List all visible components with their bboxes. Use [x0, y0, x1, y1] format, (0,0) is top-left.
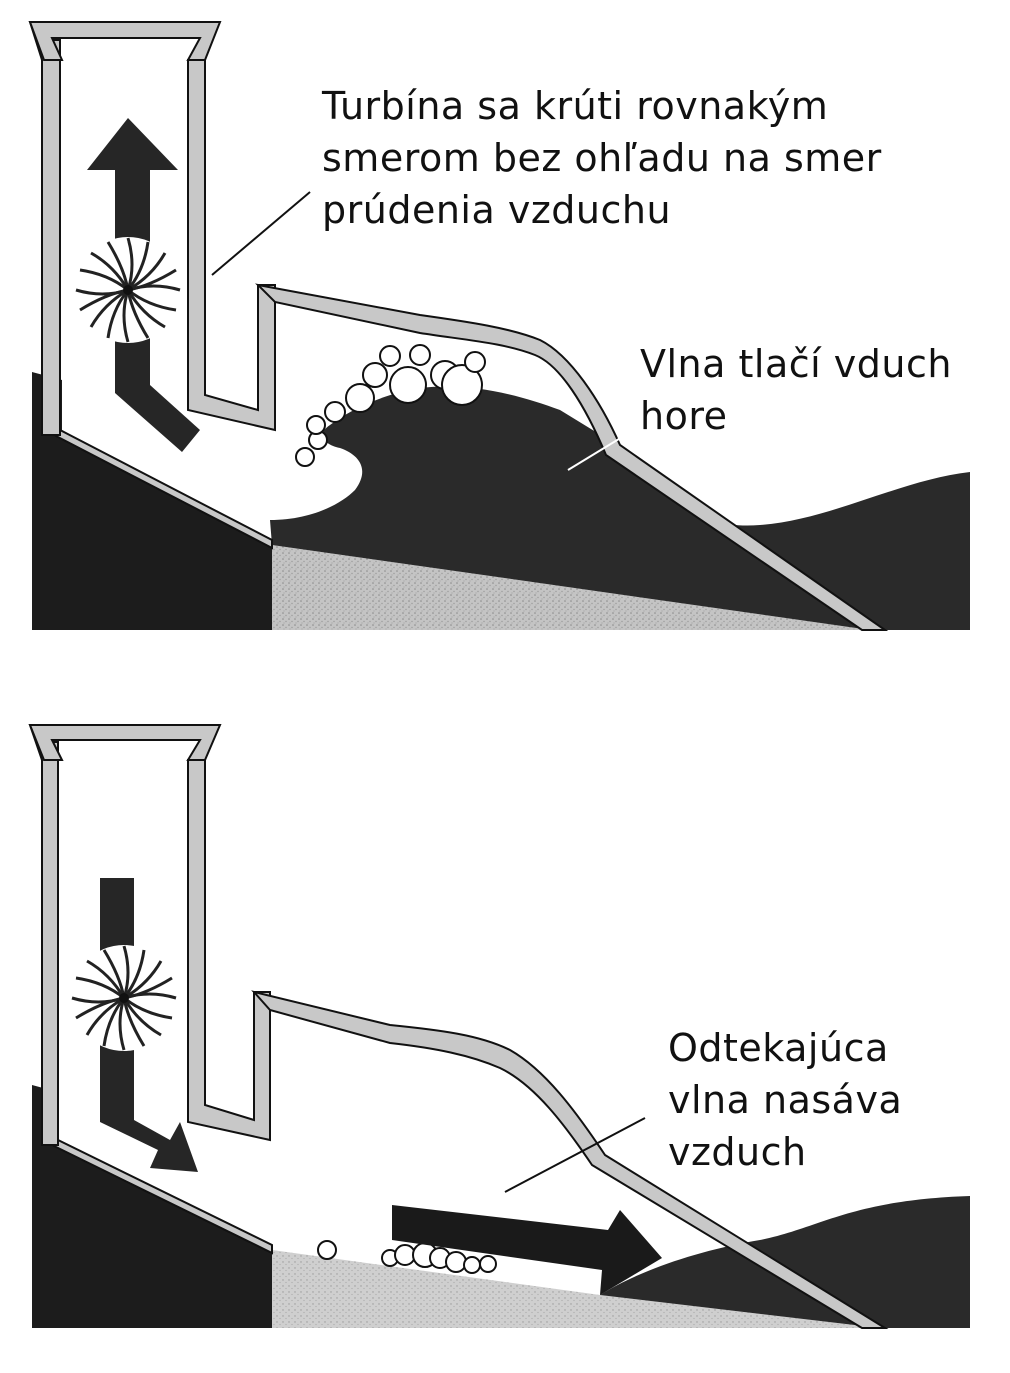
bottom-wave-note: Odtekajúca vlna nasáva vzduch: [668, 1022, 902, 1178]
bottom-seabed: [272, 1250, 880, 1328]
top-wave-foam-pocket: [250, 451, 358, 518]
bottom-cliff: [32, 1085, 272, 1328]
bottom-foam-bubbles: [317, 1240, 497, 1274]
water-flow-right-arrow-icon: [392, 1205, 662, 1295]
bottom-chimney-left-wall: [28, 724, 59, 1146]
top-turbine-note: Turbína sa krúti rovnakým smerom bez ohľ…: [322, 80, 882, 236]
turbine-icon: [75, 237, 181, 343]
top-panel: [28, 21, 970, 631]
top-foam-bubbles: [295, 344, 486, 467]
top-wave-note: Vlna tlačí vduch hore: [640, 338, 952, 442]
bottom-panel: [28, 724, 970, 1329]
top-wave-leader-line: [567, 419, 651, 471]
top-turbine-note-line: prúdenia vzduchu: [322, 188, 672, 232]
bottom-wave-leader-line: [504, 1117, 646, 1193]
bottom-chimney-rim: [28, 724, 222, 761]
top-chamber-roof: [255, 283, 889, 631]
bottom-wave-note-line: vzduch: [668, 1130, 807, 1174]
top-chimney-right-wall: [187, 59, 276, 432]
top-turbine-leader-line: [211, 191, 311, 276]
bottom-wave-note-line: vlna nasáva: [668, 1078, 903, 1122]
top-wave-note-line: Vlna tlačí vduch: [640, 342, 952, 386]
bottom-chimney-right-wall: [187, 759, 271, 1142]
top-wave-note-line: hore: [640, 394, 728, 438]
bottom-sea-water: [600, 1196, 970, 1328]
top-chimney-rim: [28, 21, 222, 61]
top-turbine-note-line: Turbína sa krúti rovnakým: [322, 84, 829, 128]
top-cliff: [32, 372, 272, 630]
top-turbine-note-line: smerom bez ohľadu na smer: [322, 136, 882, 180]
bottom-chamber-roof: [251, 990, 889, 1329]
bottom-wave-note-line: Odtekajúca: [668, 1026, 889, 1070]
turbine-icon: [71, 945, 177, 1051]
